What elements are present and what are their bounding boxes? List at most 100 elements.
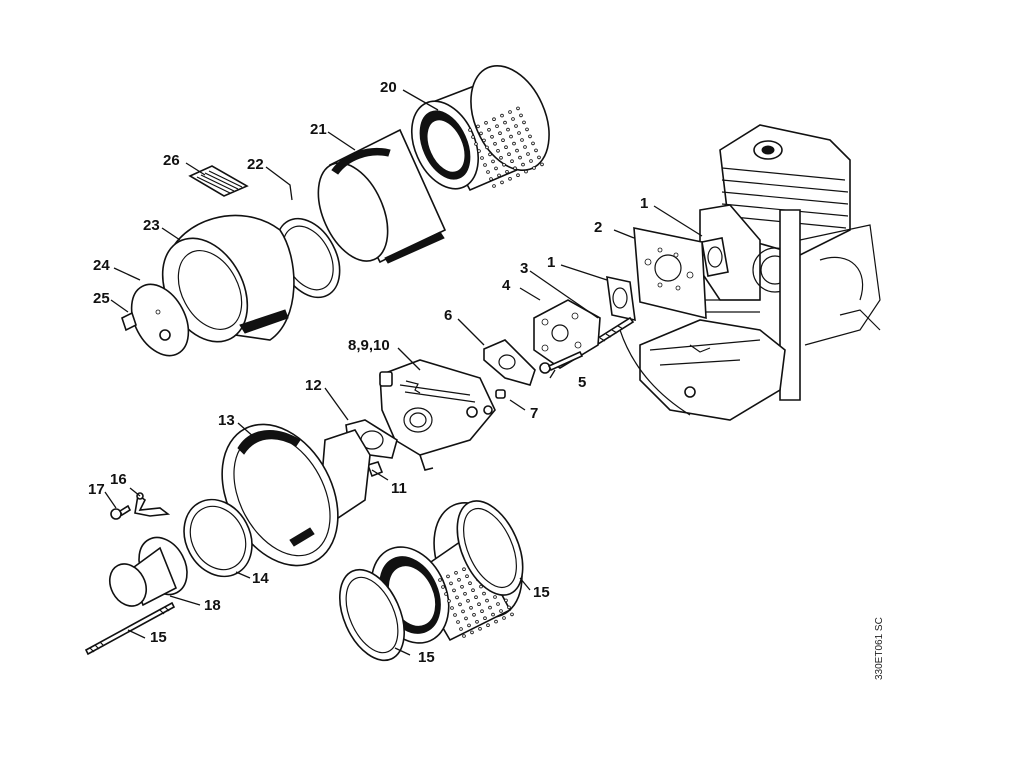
part-rod-16[interactable] <box>84 601 176 656</box>
perforation-hole <box>511 117 515 121</box>
perforation-hole <box>520 138 524 142</box>
callout-14[interactable]: 14 <box>252 570 269 587</box>
perforation-hole <box>498 131 502 136</box>
part-label-26[interactable] <box>188 165 249 197</box>
perforation-hole <box>507 605 511 610</box>
perforation-hole <box>495 124 499 128</box>
perforation-hole <box>534 148 538 153</box>
perforation-hole <box>540 162 544 167</box>
perforation-hole <box>523 145 527 149</box>
part-cover-plate-24[interactable] <box>120 275 200 366</box>
callout-15a[interactable]: 15 <box>533 584 550 601</box>
callout-16[interactable]: 15 <box>150 629 167 646</box>
perforation-hole <box>472 612 476 617</box>
callout-22[interactable]: 22 <box>247 156 264 173</box>
part-plate-2[interactable] <box>633 227 707 320</box>
perforation-hole <box>532 166 536 170</box>
callout-15b[interactable]: 15 <box>418 649 435 666</box>
perforation-hole <box>537 155 541 160</box>
callout-1a[interactable]: 1 <box>640 195 648 212</box>
perforation-hole <box>455 595 459 600</box>
part-flange-4[interactable] <box>533 299 601 369</box>
perforation-hole <box>504 145 508 150</box>
callout-25[interactable]: 25 <box>93 290 110 307</box>
perforation-hole <box>499 609 503 613</box>
perforation-hole <box>471 588 475 592</box>
perforation-hole <box>457 577 461 582</box>
part-carburetor-8-9-10[interactable] <box>379 359 496 471</box>
perforation-hole <box>467 623 471 628</box>
perforation-hole <box>491 159 495 164</box>
perforation-hole <box>502 616 506 620</box>
part-clip-17[interactable] <box>134 492 171 517</box>
perforation-hole <box>462 634 466 638</box>
callout-18[interactable]: 17 <box>88 481 105 498</box>
part-screw-5[interactable] <box>539 350 584 374</box>
part-screw-18[interactable] <box>110 504 132 520</box>
callout-12[interactable]: 12 <box>305 377 322 394</box>
perforation-hole <box>528 134 532 139</box>
part-nut-11[interactable] <box>366 461 384 478</box>
perforation-hole <box>447 599 451 603</box>
perforation-hole <box>479 131 483 136</box>
perforation-hole <box>487 128 491 132</box>
perforation-hole <box>462 567 466 571</box>
perforation-hole <box>503 120 507 125</box>
part-prefilter-19[interactable] <box>103 529 197 612</box>
perforation-hole <box>526 152 530 156</box>
callout-24[interactable]: 24 <box>93 257 110 274</box>
perforation-hole <box>531 141 535 146</box>
callout-23[interactable]: 23 <box>143 217 160 234</box>
perforation-hole <box>504 598 508 603</box>
callout-21[interactable]: 21 <box>310 121 327 138</box>
callout-6[interactable]: 6 <box>444 307 452 324</box>
part-stud-3[interactable] <box>593 316 635 346</box>
perforation-hole <box>465 574 469 578</box>
callout-5[interactable]: 5 <box>578 374 586 391</box>
callout-4[interactable]: 4 <box>502 277 511 294</box>
perforation-hole <box>488 605 492 610</box>
perforation-hole <box>450 606 454 610</box>
callout-1b[interactable]: 1 <box>547 254 555 271</box>
perforation-hole <box>471 135 475 139</box>
callout-19[interactable]: 18 <box>204 597 221 614</box>
perforation-hole <box>497 173 501 178</box>
perforation-hole <box>508 110 512 114</box>
callout-3[interactable]: 3 <box>520 260 528 277</box>
part-gasket-6[interactable] <box>483 339 536 386</box>
callout-2[interactable]: 2 <box>594 219 602 236</box>
callout-17[interactable]: 16 <box>110 471 127 488</box>
perforation-hole <box>513 166 517 171</box>
part-retaining-ring-14[interactable] <box>171 488 265 589</box>
perforation-hole <box>519 113 523 118</box>
part-sleeve-21[interactable] <box>304 128 447 272</box>
part-filter-element-20[interactable] <box>399 54 564 200</box>
perforation-hole <box>485 598 489 603</box>
perforation-hole <box>480 609 484 613</box>
part-nut-7[interactable] <box>495 389 506 399</box>
callout-8-9-10[interactable]: 8,9,10 <box>348 337 390 354</box>
perforation-hole <box>482 138 486 143</box>
engine-cylinder <box>619 124 881 421</box>
perforation-hole <box>477 602 481 606</box>
leader-lines <box>104 89 703 656</box>
perforation-hole <box>496 149 500 153</box>
callout-26[interactable]: 26 <box>163 152 180 169</box>
part-base-housing-13[interactable] <box>199 404 371 585</box>
perforation-hole <box>529 159 533 163</box>
perforation-hole <box>485 145 489 150</box>
part-seal-ring-15b[interactable] <box>327 560 417 670</box>
part-gasket-1a[interactable] <box>701 237 729 277</box>
callout-7[interactable]: 7 <box>530 405 538 422</box>
callout-13[interactable]: 13 <box>218 412 235 429</box>
part-wing-nut-25[interactable] <box>121 311 137 332</box>
callout-11[interactable]: 11 <box>391 480 407 497</box>
perforation-hole <box>496 602 500 606</box>
part-seal-ring-15a[interactable] <box>444 491 536 605</box>
callout-20[interactable]: 20 <box>380 79 397 96</box>
perforation-hole <box>500 180 504 185</box>
part-gasket-1b[interactable] <box>606 275 636 322</box>
perforation-hole <box>483 163 487 167</box>
perforation-hole <box>464 616 468 621</box>
